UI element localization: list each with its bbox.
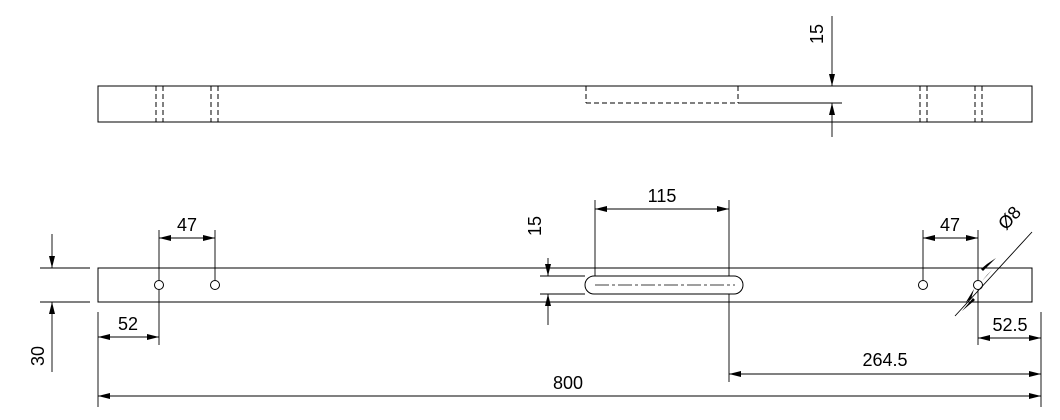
dim-height: 30 (28, 234, 90, 372)
hole-2 (210, 280, 220, 290)
dim-hole-spacing-left: 47 (158, 215, 216, 280)
overall-length-label: 800 (553, 373, 583, 393)
top-view-thickness-dimension: 15 (738, 16, 1032, 137)
right-hole-offset-label: 52.5 (992, 315, 1027, 335)
slot-width-label: 15 (525, 216, 545, 236)
left-hole-offset-label: 52 (118, 314, 138, 334)
front-view-outline (97, 267, 1033, 303)
top-view-hidden-slot (585, 86, 739, 104)
top-view-thickness-label: 15 (807, 24, 827, 44)
hole-1 (154, 280, 164, 290)
slot-length-label: 115 (648, 186, 677, 206)
dim-overall-length: 800 (98, 373, 1041, 399)
height-label: 30 (28, 346, 48, 366)
top-view-hidden-holes (155, 86, 983, 122)
dim-slot-width: 15 (525, 216, 585, 325)
dim-slot-offset-right: 264.5 (728, 294, 1041, 382)
dim-slot-length: 115 (594, 186, 730, 276)
hole-4 (973, 280, 983, 290)
hole-spacing-left-label: 47 (177, 215, 197, 235)
slot-offset-right-label: 264.5 (862, 350, 907, 370)
front-view: 47 115 15 47 (28, 186, 1042, 407)
top-view-outline (97, 85, 1033, 123)
hole-spacing-right-label: 47 (940, 215, 960, 235)
hole-3 (918, 280, 928, 290)
dim-hole-diameter: Ø8 (954, 202, 1033, 317)
top-view: 15 (97, 16, 1033, 137)
dim-right-hole-offset: 52.5 (977, 290, 1042, 407)
hole-diameter-label: Ø8 (994, 202, 1025, 233)
dim-left-hole-offset: 52 (97, 290, 160, 407)
dim-hole-spacing-right: 47 (922, 215, 979, 280)
slot (584, 275, 744, 295)
